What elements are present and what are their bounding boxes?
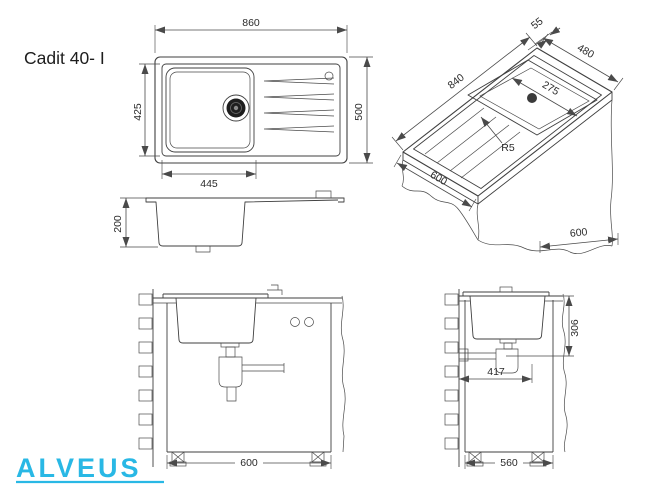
isometric-view: 840 55 480 275 R5 600 xyxy=(391,15,624,254)
product-title: Cadit 40- I xyxy=(24,48,105,68)
drain-strainer xyxy=(222,94,250,122)
overflow-fitting xyxy=(267,284,283,295)
dimension-outlet-height: 306 xyxy=(506,295,581,357)
brand-text: ALVEUS xyxy=(16,453,142,483)
bowl-inner-line xyxy=(169,71,251,149)
section-profile xyxy=(145,198,345,247)
wall-hatch xyxy=(138,293,153,450)
torn-edge-front xyxy=(340,295,346,453)
siphon-trap xyxy=(218,342,285,402)
section-tap-boss xyxy=(315,190,332,198)
bowl-front xyxy=(175,297,257,344)
sink-rim-side xyxy=(462,291,550,296)
bowl-outline xyxy=(165,67,255,153)
dimension-overall-depth: 500 xyxy=(349,56,373,164)
dim-label-overall-width: 860 xyxy=(242,17,260,29)
dim-label-overall-depth: 500 xyxy=(353,103,365,121)
dimension-bowl-width: 445 xyxy=(161,160,257,190)
dimension-cutout-depth: 425 xyxy=(132,63,160,157)
drainboard-grooves xyxy=(263,77,335,133)
brand-logo: ALVEUS xyxy=(16,453,164,484)
wall-hatch-side xyxy=(444,293,459,450)
dim-label-rim-offset: 55 xyxy=(529,15,546,32)
dimension-cabinet-width-iso: 600 xyxy=(539,226,619,253)
overflow-fitting-side xyxy=(499,286,513,293)
dim-label-outlet-offset: 417 xyxy=(487,366,505,378)
pipe-hole-right xyxy=(304,317,314,327)
sink-rim xyxy=(161,63,341,157)
tap-hole xyxy=(324,71,334,81)
dim-label-corner-radius: R5 xyxy=(501,142,515,154)
dimension-top-length: 840 xyxy=(391,32,538,151)
dimension-bowl-width-iso: 275 xyxy=(511,77,578,117)
top-view: 860 500 425 445 xyxy=(132,17,373,190)
dim-label-outlet-height: 306 xyxy=(569,319,581,337)
dimension-overall-width: 860 xyxy=(154,17,348,53)
dim-label-bowl-width: 445 xyxy=(200,178,218,190)
sink-outline xyxy=(154,56,348,164)
dim-label-cutout-depth: 425 xyxy=(132,103,144,121)
dim-label-cabinet-width-front: 600 xyxy=(240,457,258,469)
install-front-view: 600 xyxy=(138,284,346,469)
dimension-bowl-depth: 200 xyxy=(112,197,158,248)
dimension-outlet-offset: 417 xyxy=(459,364,533,383)
cabinet-iso xyxy=(401,92,613,254)
cabinet-front xyxy=(166,303,332,467)
dim-label-cabinet-width-side: 560 xyxy=(500,457,518,469)
dim-label-bowl-width-iso: 275 xyxy=(540,79,561,98)
dimension-cabinet-depth: 600 xyxy=(393,154,477,212)
install-side-view: 306 417 560 xyxy=(444,286,581,469)
cabinet-side xyxy=(464,300,554,467)
torn-edge-side xyxy=(561,293,568,453)
dim-label-cabinet-width-iso: 600 xyxy=(569,226,588,240)
dimension-cabinet-width-front: 600 xyxy=(166,455,332,469)
dimension-corner-radius: R5 xyxy=(480,116,515,154)
drain-iso xyxy=(527,93,537,103)
section-view: 200 xyxy=(112,190,345,253)
section-drain-stub xyxy=(195,246,211,253)
bowl-side xyxy=(469,295,546,340)
pipe-hole-left xyxy=(290,317,300,327)
dimension-cabinet-width-side: 560 xyxy=(464,455,554,469)
dim-label-bowl-depth: 200 xyxy=(112,215,124,233)
sink-rim-front xyxy=(162,293,269,298)
